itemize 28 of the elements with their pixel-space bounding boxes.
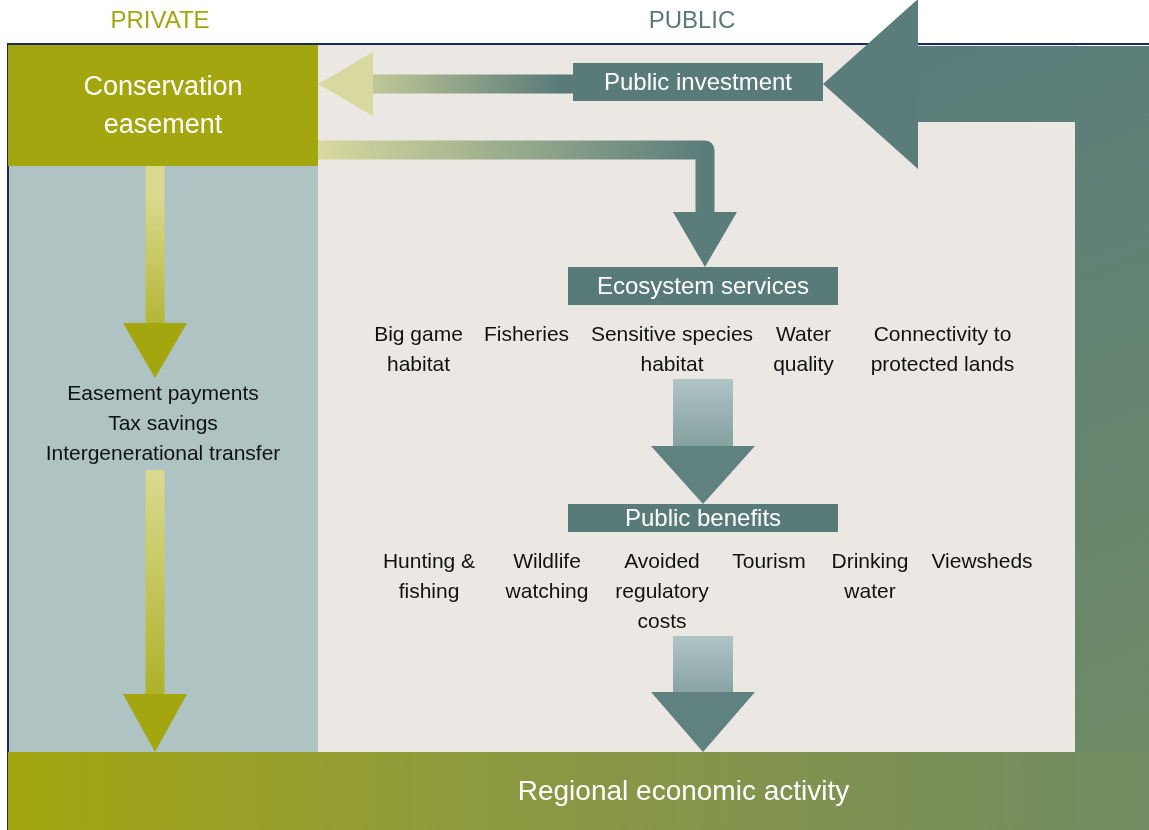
item-text: Connectivity to protected lands	[869, 321, 1016, 377]
arrow	[318, 52, 573, 116]
arrow	[123, 470, 187, 752]
item-text: Drinking water	[830, 548, 910, 604]
benefit-text: Tax savings	[108, 410, 218, 436]
arrow	[823, 0, 1149, 752]
easement-box: Conservation easement	[8, 45, 318, 166]
item-text: Avoided regulatory costs	[614, 548, 710, 634]
title-box: Ecosystem services	[568, 267, 838, 305]
benefit-text: Intergenerational transfer	[45, 440, 281, 466]
activity-band: Regional economic activity	[8, 752, 1149, 830]
item-text: Fisheries	[482, 321, 571, 347]
item-text: Sensitive species habitat	[589, 321, 755, 377]
item-text: Water quality	[772, 321, 835, 377]
item-text: Wildlife watching	[504, 548, 590, 604]
section-heading: PUBLIC	[648, 6, 736, 34]
title-box: Public benefits	[568, 504, 838, 532]
item-text: Hunting & fishing	[381, 548, 477, 604]
benefit-text: Easement payments	[67, 380, 259, 406]
title-box: Public investment	[573, 63, 823, 101]
arrow	[651, 636, 755, 752]
item-text: Tourism	[731, 548, 807, 574]
arrow	[318, 140, 737, 267]
item-text: Big game habitat	[373, 321, 464, 377]
arrow	[651, 379, 755, 504]
arrow	[123, 166, 187, 378]
section-heading: PRIVATE	[110, 6, 210, 34]
item-text: Viewsheds	[930, 548, 1034, 574]
